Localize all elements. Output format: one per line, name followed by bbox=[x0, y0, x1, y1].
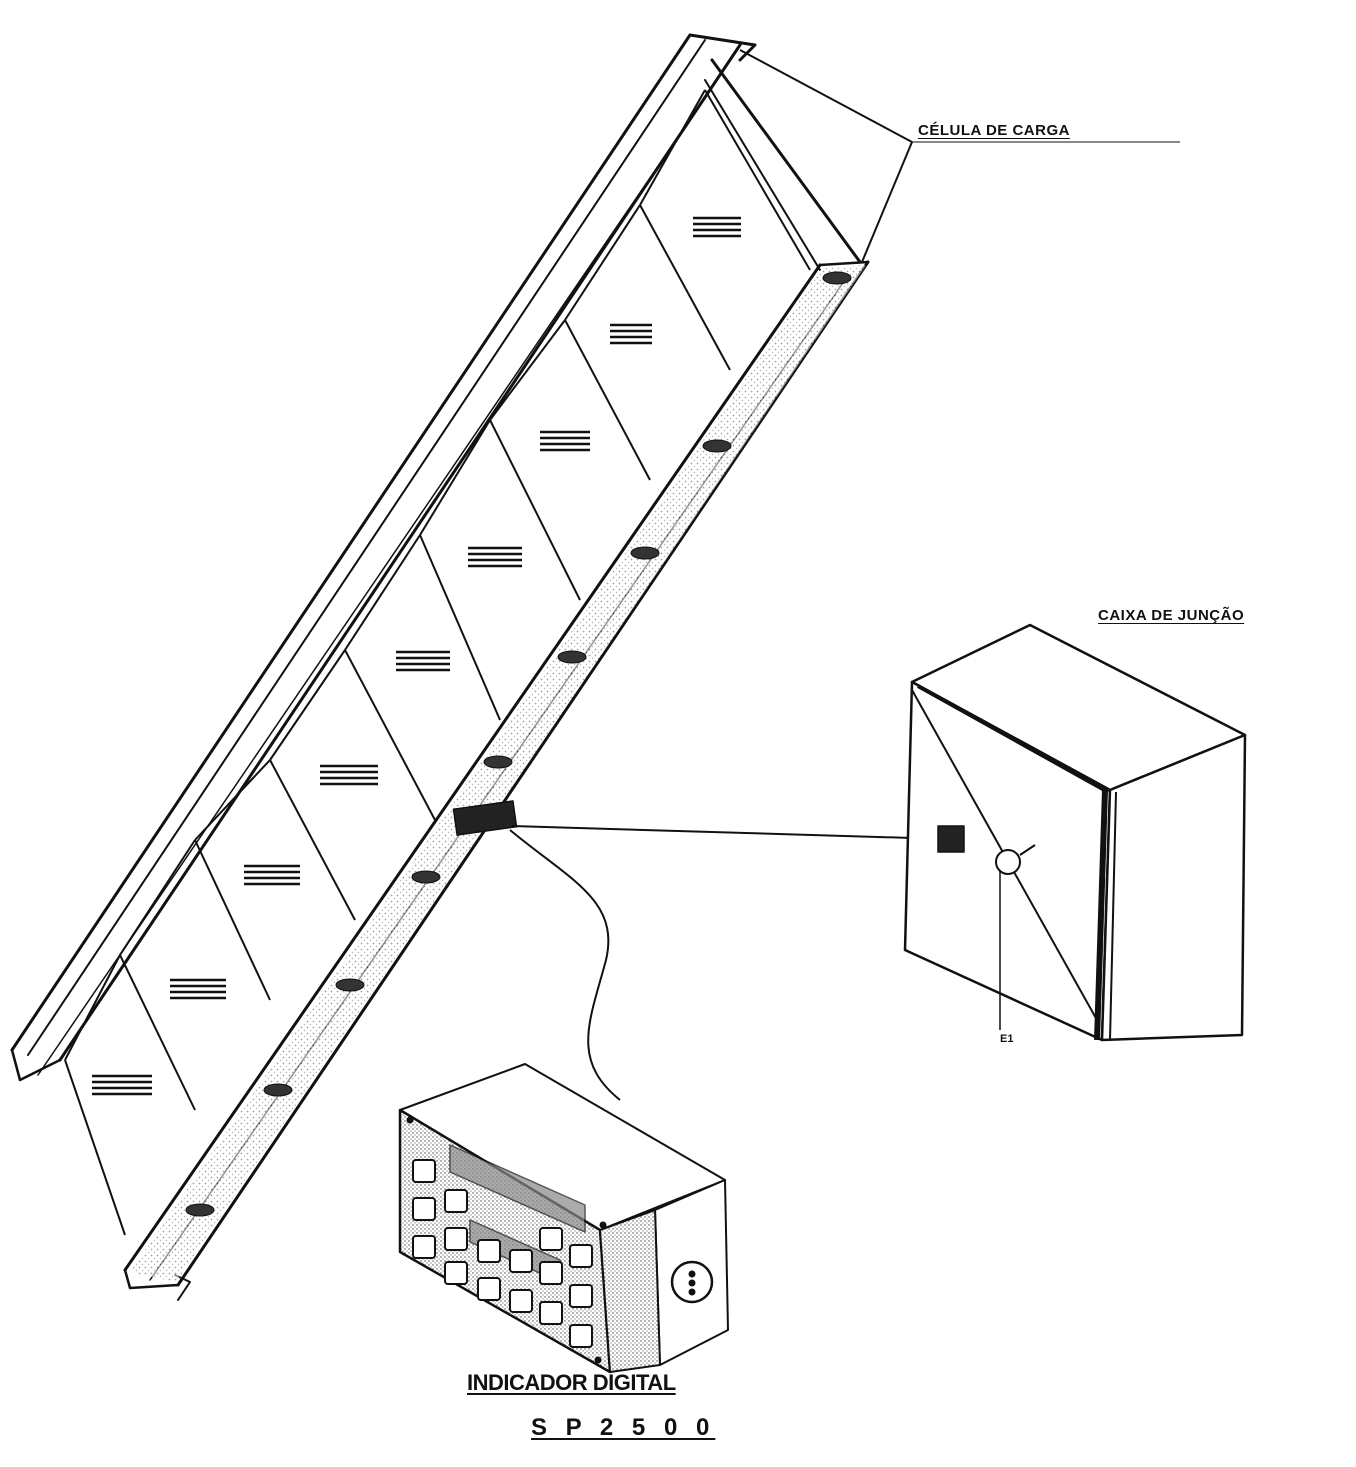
panel-diagonals bbox=[64, 89, 811, 1236]
load-cell-cable bbox=[511, 825, 913, 839]
junction-box bbox=[903, 623, 1247, 1042]
model-label: S P 2 5 0 0 bbox=[531, 1414, 716, 1441]
junction-mark-label: E1 bbox=[1000, 1033, 1014, 1045]
indicator-cable bbox=[509, 829, 621, 1101]
load-cell-label: CÉLULA DE CARGA bbox=[918, 122, 1070, 139]
panel-hatches bbox=[92, 216, 741, 1096]
digital-indicator bbox=[398, 1063, 729, 1374]
indicator-label: INDICADOR DIGITAL bbox=[467, 1370, 676, 1395]
load-cell bbox=[452, 800, 518, 836]
near-rail-stipple bbox=[130, 265, 866, 1282]
indicator-keypad bbox=[412, 1159, 593, 1348]
junction-box-label: CAIXA DE JUNÇÃO bbox=[1098, 607, 1245, 624]
idler-slots bbox=[185, 271, 852, 1217]
load-cell-callout bbox=[739, 49, 1180, 263]
